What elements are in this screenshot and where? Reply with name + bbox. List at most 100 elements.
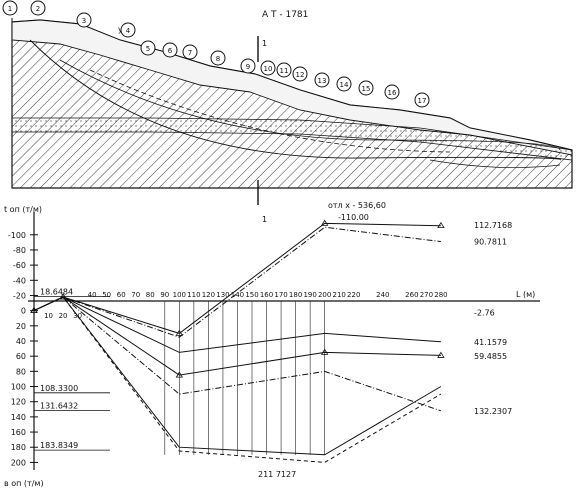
y-axis-label-bottom: в оп (т/м) xyxy=(4,479,44,488)
y-tick-label: 120 xyxy=(11,398,26,407)
x-tick-label: 220 xyxy=(347,291,360,299)
y-tick-label: 180 xyxy=(11,443,26,452)
vertical-lines xyxy=(164,301,325,455)
pile-number-circle xyxy=(76,12,92,28)
pile-number-circle xyxy=(140,40,156,56)
x-tick-label: 100 xyxy=(173,291,186,299)
x-tick-label: 190 xyxy=(303,291,316,299)
x-tick-label: 50 xyxy=(102,291,111,299)
pile-number-label: 11 xyxy=(280,67,289,75)
right-annotation-label: 59.4855 xyxy=(474,352,507,361)
pile-number-circle xyxy=(292,66,308,82)
series-point xyxy=(437,221,445,229)
right-annotation-label: 112.7168 xyxy=(474,221,512,230)
pile-number-circle xyxy=(240,58,256,74)
pile-number-circle xyxy=(414,92,430,108)
y-tick-label: -60 xyxy=(13,261,26,270)
pile-number-label: 16 xyxy=(388,89,397,97)
series-line xyxy=(33,296,442,412)
pile-number-label: 17 xyxy=(418,97,427,105)
x-tick-label: 70 xyxy=(131,291,140,299)
y-tick-label: 160 xyxy=(11,428,26,437)
y-tick-label: 40 xyxy=(16,337,26,346)
pile-number-label: 13 xyxy=(318,77,327,85)
x-axis-label: L (м) xyxy=(516,290,535,299)
pile-number-label: 9 xyxy=(246,63,250,71)
x-tick-label: 150 xyxy=(245,291,258,299)
right-annotation-label: 90.7811 xyxy=(474,238,507,247)
pile-number-label: 12 xyxy=(296,71,305,79)
pile-number-label: 6 xyxy=(168,47,173,55)
y-axis-label-top: t оп (т/м) xyxy=(4,205,42,214)
pile-number-label: 3 xyxy=(82,17,86,25)
pile-number-circle xyxy=(336,76,352,92)
x-tick-label: 80 xyxy=(146,291,155,299)
left-annotation-label: 183.8349 xyxy=(40,441,78,450)
x-tick-label: 60 xyxy=(117,291,126,299)
x-tick-label: 210 xyxy=(333,291,346,299)
pile-number-label: 4 xyxy=(126,27,131,35)
x-tick-label: 140 xyxy=(231,291,244,299)
y-tick-label: 140 xyxy=(11,413,26,422)
pile-number-circle xyxy=(162,42,178,58)
figure-title: А Т - 1781 xyxy=(262,10,308,20)
pile-number-circle xyxy=(30,0,46,16)
x-tick-label: 180 xyxy=(289,291,302,299)
bottom-annotation: 211 7127 xyxy=(258,470,296,479)
pile-number-label: 5 xyxy=(146,45,150,53)
series-point xyxy=(320,348,329,355)
pile-number-circle xyxy=(2,0,18,16)
x-tick-label: 130 xyxy=(216,291,229,299)
series-point xyxy=(175,329,184,336)
x-tick-label: 240 xyxy=(376,291,389,299)
y-tick-label: -40 xyxy=(13,276,26,285)
pile-number-circle xyxy=(210,50,226,66)
series-lines xyxy=(30,219,445,463)
cross-section xyxy=(11,18,573,205)
left-annotation-label: 108.3300 xyxy=(40,384,78,393)
right-annotation-label: -2.76 xyxy=(474,309,495,318)
right-annotations: 112.716890.7811-2.7641.157959.4855132.23… xyxy=(474,221,512,416)
chart: t оп (т/м) в оп (т/м) L (м) отл х - 536,… xyxy=(4,201,540,488)
y-tick-label: 200 xyxy=(11,458,26,467)
pile-number-label: 8 xyxy=(216,55,220,63)
y-tick-label: -100 xyxy=(8,231,26,240)
series-point xyxy=(437,351,445,358)
x-tick-label: 160 xyxy=(260,291,273,299)
x-tick-label: 120 xyxy=(202,291,215,299)
top-annotation-2: -110.00 xyxy=(338,213,369,222)
x-tick-label: 260 xyxy=(405,291,418,299)
top-annotation-1: отл х - 536,60 xyxy=(328,201,386,210)
y-tick-label: 0 xyxy=(21,307,26,316)
left-annotation-label: 131.6432 xyxy=(40,402,78,411)
y-tick-label: 100 xyxy=(11,383,26,392)
x-tick-label: 10 xyxy=(44,312,53,320)
pile-number-circle xyxy=(260,60,276,76)
x-tick-label: 40 xyxy=(88,291,97,299)
pile-number-label: 7 xyxy=(188,49,192,57)
pile-number-circle xyxy=(314,72,330,88)
x-tick-label: 200 xyxy=(318,291,331,299)
x-tick-label: 170 xyxy=(274,291,287,299)
section-mark-top: 1 xyxy=(262,39,267,48)
y-tick-label: -80 xyxy=(13,246,26,255)
series-point xyxy=(175,371,184,378)
x-tick-label: 280 xyxy=(434,291,447,299)
right-annotation-label: 132.2307 xyxy=(474,407,512,416)
pile-number-circle xyxy=(358,80,374,96)
y-tick-label: 80 xyxy=(16,367,26,376)
pile-number-circle xyxy=(384,84,400,100)
pile-number-label: 10 xyxy=(264,65,273,73)
pile-number-label: 1 xyxy=(8,5,12,13)
x-tick-label: 110 xyxy=(187,291,200,299)
series-line xyxy=(33,296,442,463)
x-tick-label: 270 xyxy=(420,291,433,299)
y-tick-label: 20 xyxy=(16,322,26,331)
pile-number-circle xyxy=(182,44,198,60)
y-tick-label: -20 xyxy=(13,291,26,300)
x-tick-label: 90 xyxy=(160,291,169,299)
